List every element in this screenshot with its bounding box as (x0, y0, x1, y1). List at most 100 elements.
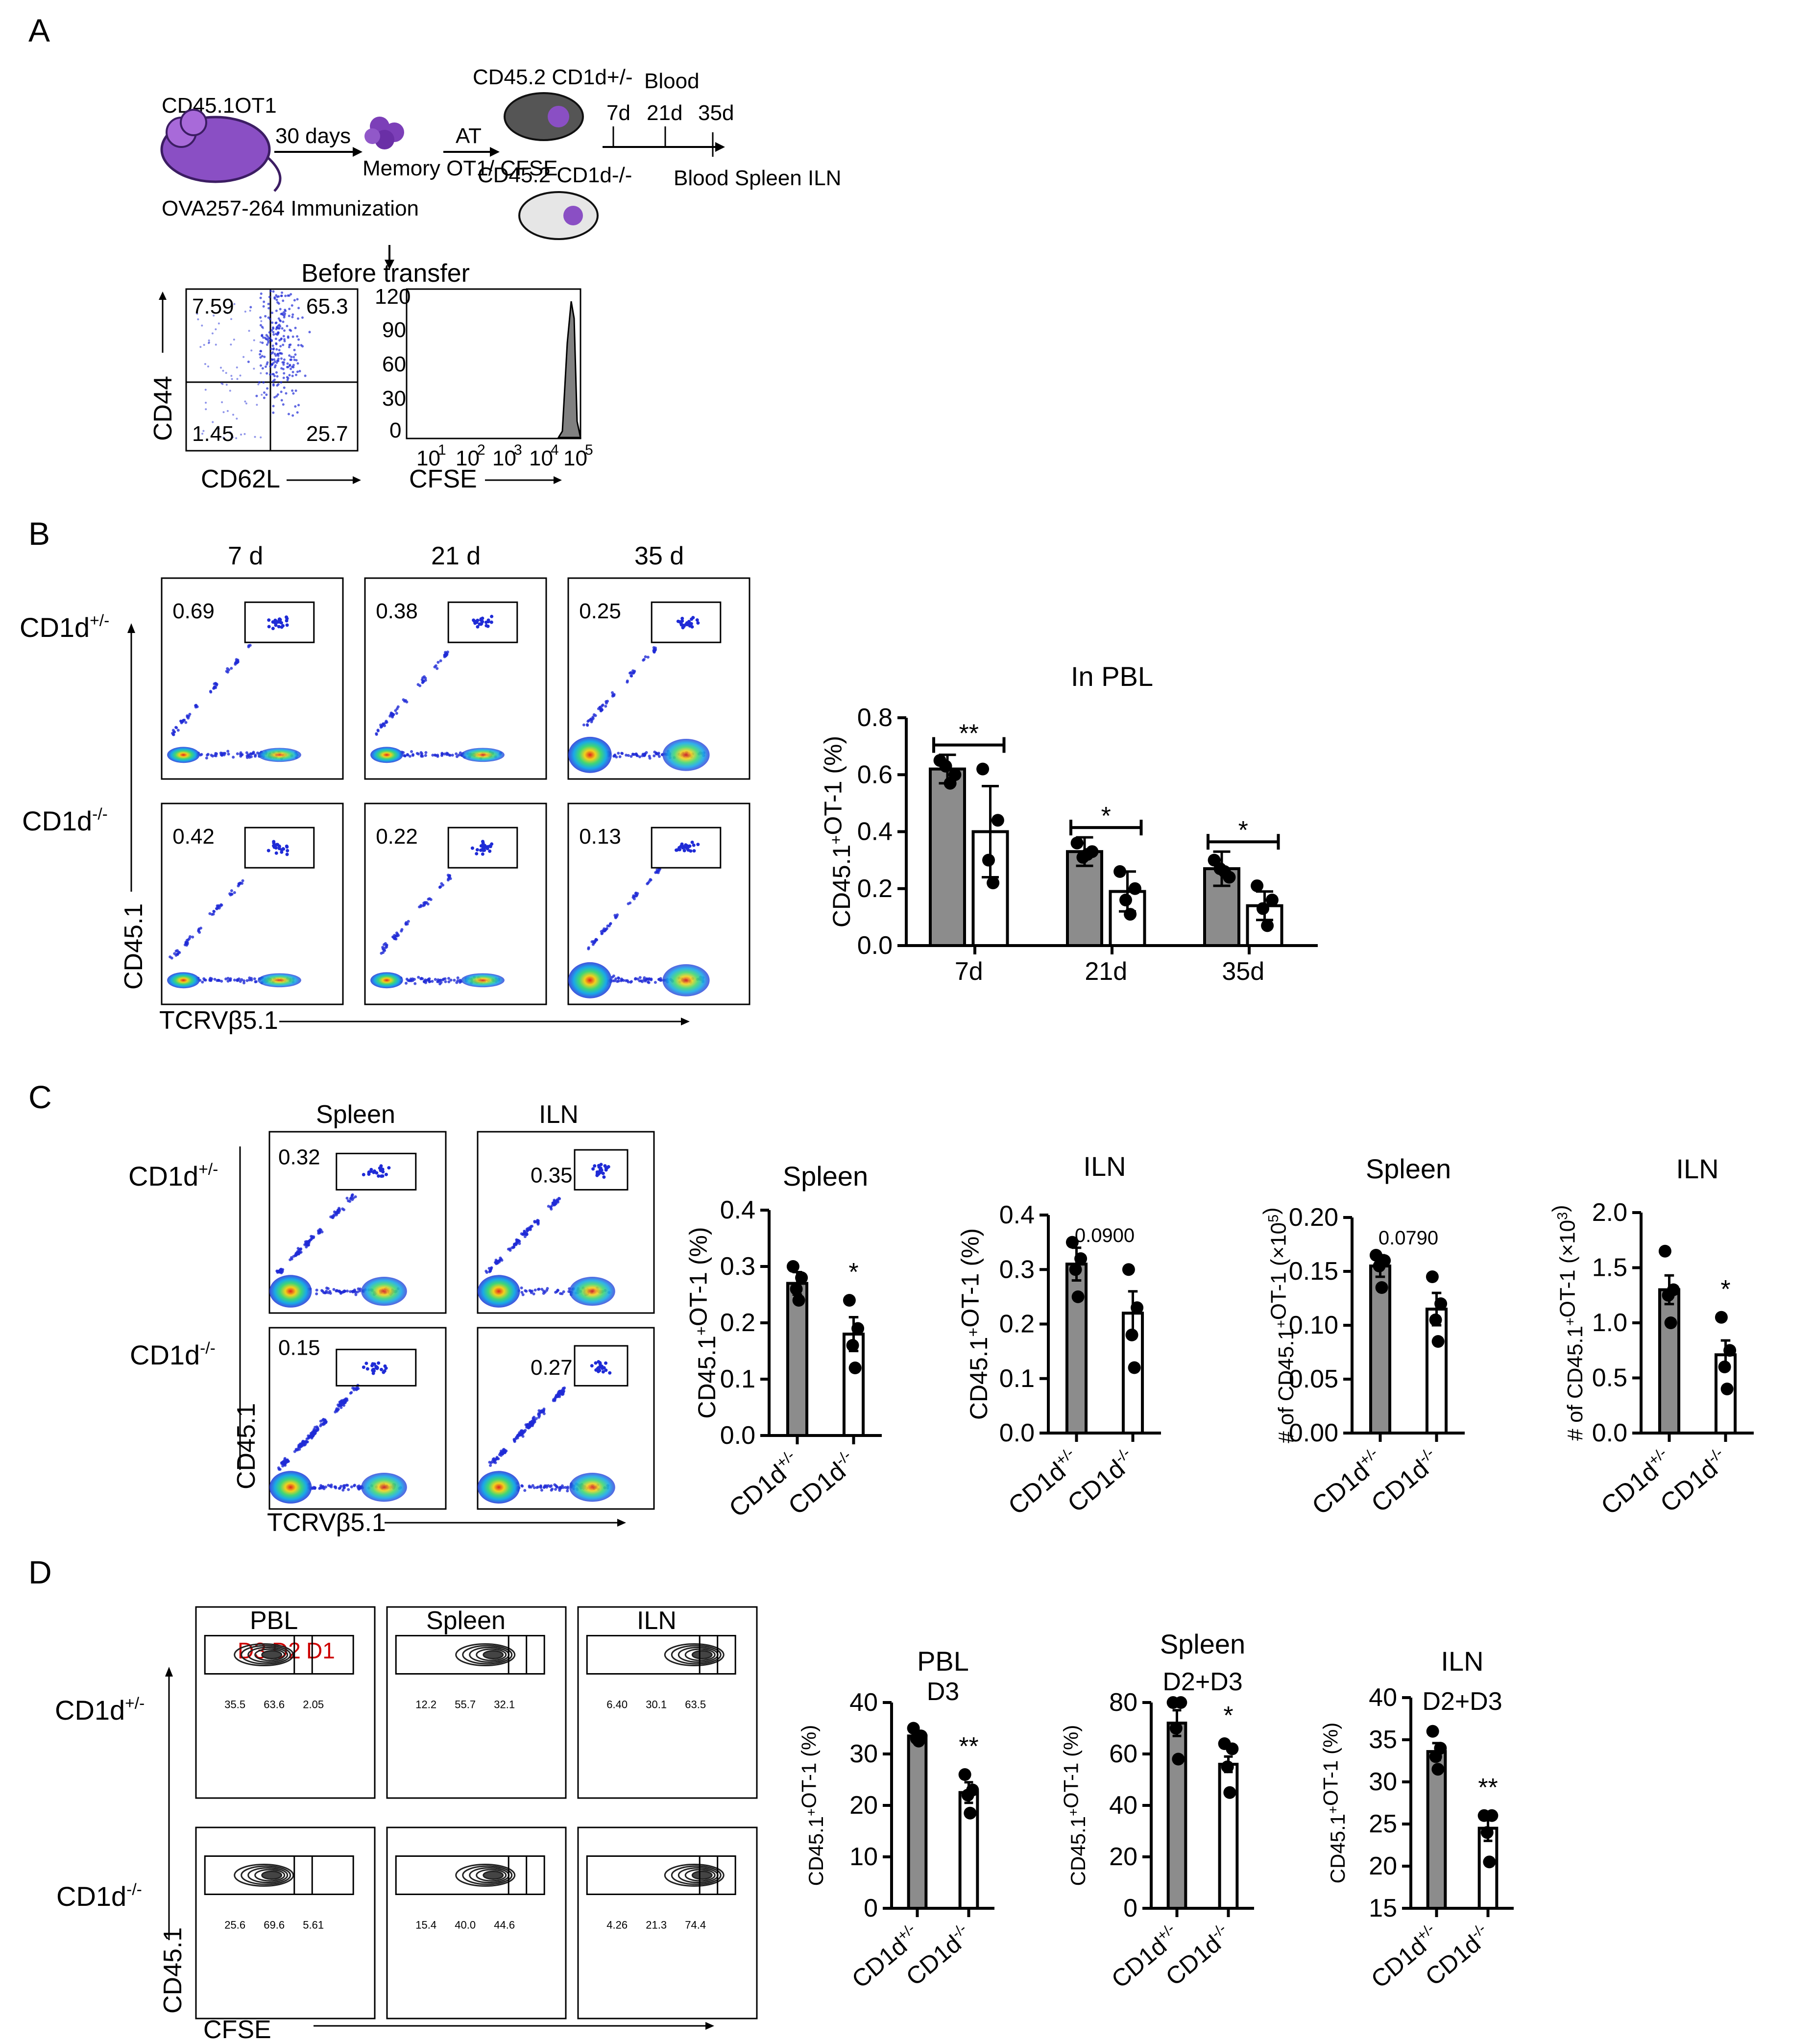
data-point (1718, 1361, 1731, 1373)
flow-dot (290, 1256, 293, 1259)
flow-dot (205, 756, 208, 760)
gate-dot (280, 850, 284, 854)
flow-dot (453, 978, 456, 982)
quadrant-dot (208, 339, 210, 341)
flow-dot (311, 1235, 314, 1238)
flow-dot (375, 732, 378, 736)
quadrant-dot (229, 431, 231, 433)
quadrant-dot (272, 411, 275, 414)
flow-dot (444, 980, 447, 983)
flow-dot (428, 980, 431, 983)
gate-dot (594, 1368, 598, 1372)
y-tick-label: 0.5 (1592, 1364, 1627, 1392)
chart-subtitle: D3 (927, 1678, 959, 1706)
gate-frequency: 0.27 (531, 1356, 573, 1380)
gate-box (244, 601, 315, 643)
gate-dot (375, 1366, 379, 1370)
flow-dot (413, 982, 417, 985)
gate-dot (692, 849, 696, 853)
donor-label: CD45.1OT1 (162, 94, 277, 118)
data-point (1429, 1314, 1442, 1326)
gate-dot (285, 845, 289, 849)
density-blob (361, 1277, 407, 1306)
ylabel-part: CD45.1 (1066, 1816, 1089, 1886)
flow-dot (188, 935, 192, 938)
gate-name: D1 (306, 1638, 335, 1663)
ylabel-sup: + (1325, 1806, 1340, 1814)
flow-dot (314, 1486, 317, 1489)
density-blob (269, 1471, 312, 1504)
gate-dot (285, 623, 289, 627)
quadrant-dot (290, 304, 293, 307)
flow-dot (220, 754, 224, 757)
bar (1065, 1263, 1088, 1435)
gate-dot (598, 1362, 602, 1366)
data-point (1261, 919, 1274, 932)
gate-box (336, 1152, 417, 1191)
data-point (1715, 1311, 1728, 1324)
quadrant-dot (260, 350, 263, 353)
flow-dot (646, 881, 650, 885)
density-blob (167, 972, 200, 989)
flow-dot (295, 1251, 298, 1255)
flow-dot (597, 707, 600, 710)
quadrant-dot (230, 318, 233, 320)
gate-dot (606, 1165, 610, 1168)
gate-frequency: 6.40 (606, 1699, 628, 1711)
quadrant-dot (291, 374, 294, 377)
quadrant-dot (289, 329, 291, 332)
gate-dot (690, 840, 694, 844)
quadrant-dot (279, 345, 282, 348)
flow-dot (248, 644, 252, 647)
chart-title: In PBL (1071, 661, 1153, 692)
flow-dot (542, 1291, 545, 1295)
flow-dot (345, 1196, 349, 1200)
y-tick-label: 20 (1369, 1852, 1397, 1880)
contour-ring (254, 1869, 286, 1882)
gate-dot (484, 624, 488, 628)
flow-dot (419, 751, 423, 754)
quadrant-dot (245, 402, 247, 405)
gate-dot (599, 1166, 603, 1170)
quadrant-dot (230, 343, 232, 346)
y-tick-label: 0.6 (857, 760, 893, 789)
quadrant-dot (253, 367, 255, 370)
y-tick-label: 0.8 (857, 704, 893, 732)
data-point (1426, 1725, 1439, 1738)
gate-dot (286, 849, 290, 852)
quadrant-dot (248, 330, 250, 332)
quadrant-dot (232, 414, 235, 416)
flow-dot (299, 1248, 302, 1251)
contour-ring (455, 1643, 516, 1666)
ylabel-sup: + (1563, 1317, 1578, 1326)
gate-frequency: 21.3 (646, 1919, 667, 1931)
chart-ylabel: CD45.1+OT-1 (%) (797, 1725, 827, 1886)
flow-dot (324, 1485, 327, 1489)
sig-label: ** (959, 720, 979, 748)
flow-dot (558, 1393, 561, 1396)
cfse-axis-label: CFSE (409, 465, 477, 493)
quadrant-dot (222, 437, 225, 439)
quadrant-dot (296, 411, 299, 414)
flow-dot (536, 1218, 539, 1222)
gate-dot (362, 1173, 365, 1177)
gate-dot (285, 852, 289, 856)
quadrant-dot (282, 361, 285, 364)
gate-dot (475, 852, 479, 855)
flow-dot (172, 730, 176, 733)
gate-dot (275, 843, 279, 847)
flow-plot: 0.25 (567, 577, 750, 780)
panel-label-c: C (28, 1079, 52, 1115)
quadrant-dot (279, 308, 282, 311)
flow-dot (444, 652, 448, 655)
flow-dot (528, 1484, 531, 1488)
density-blob (370, 972, 403, 989)
contour-plot-frame (577, 1606, 758, 1799)
gate-frequency: 0.22 (376, 825, 418, 849)
quadrant-dot (271, 344, 274, 347)
quadrant-dot (295, 373, 298, 376)
quadrant-dot (280, 357, 283, 360)
